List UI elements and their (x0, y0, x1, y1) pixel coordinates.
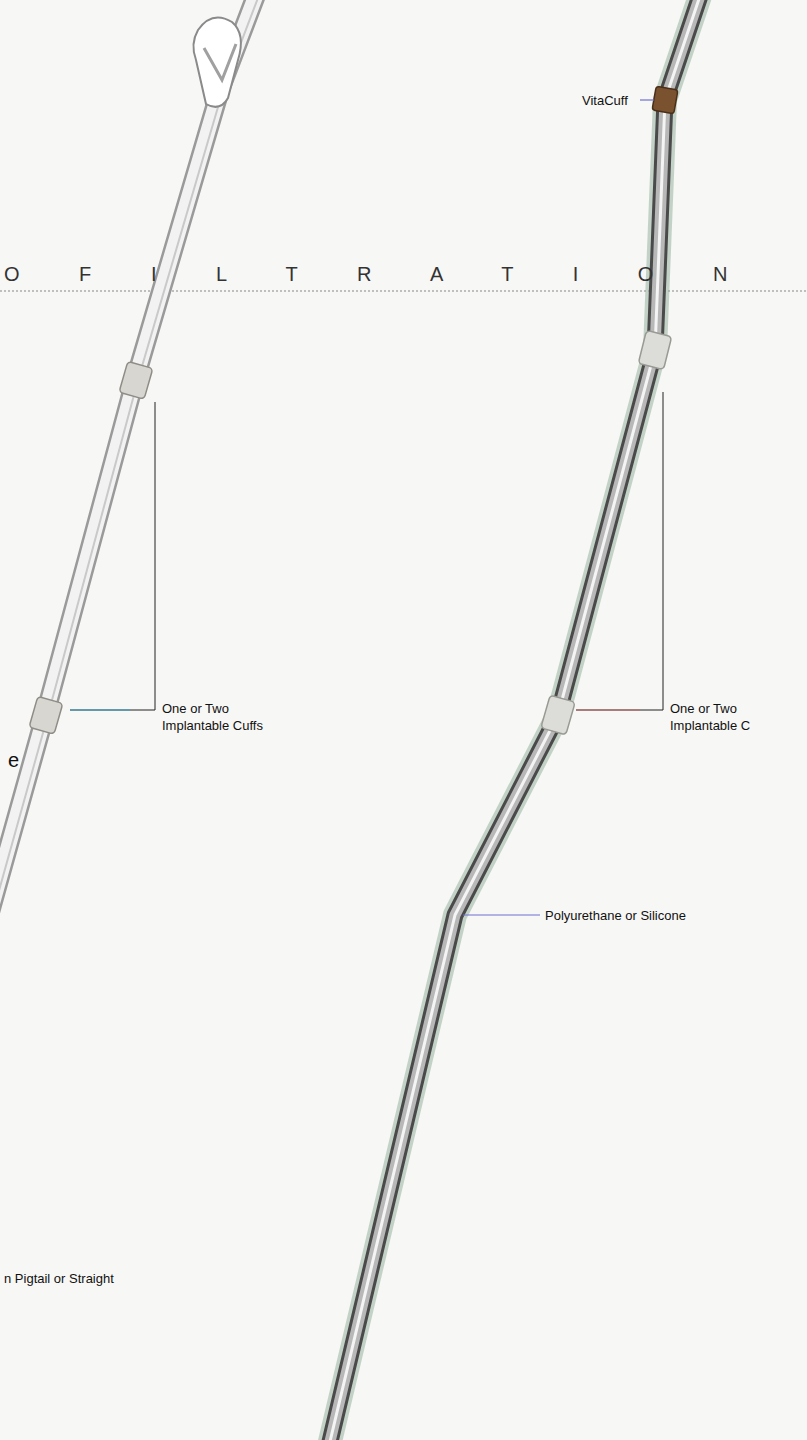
leader-line (70, 402, 155, 710)
part-label: One or Two Implantable Cuffs (162, 700, 280, 734)
part-label: One or Two Implantable C (670, 700, 788, 734)
implantable-cuff (119, 361, 153, 399)
leader-line (576, 392, 663, 710)
tube-clamp (193, 18, 240, 107)
left-catheter (0, 0, 261, 930)
heading-fragment: e (8, 748, 19, 772)
part-label: n Pigtail or Straight (4, 1270, 114, 1287)
leader-line (463, 914, 540, 915)
implantable-cuff (29, 696, 63, 734)
leader-line (576, 709, 640, 710)
part-label: VitaCuff (582, 92, 628, 109)
leader-line (70, 709, 130, 710)
leader-line (640, 99, 654, 100)
implantable-cuff (541, 695, 575, 735)
implantable-cuff (638, 330, 671, 369)
heading-rule (0, 290, 807, 291)
heading-text: O F I L T R A T I O N (4, 262, 754, 286)
vitacuff (652, 86, 678, 113)
part-label: Polyurethane or Silicone (545, 907, 686, 924)
right-catheter (328, 0, 702, 1440)
